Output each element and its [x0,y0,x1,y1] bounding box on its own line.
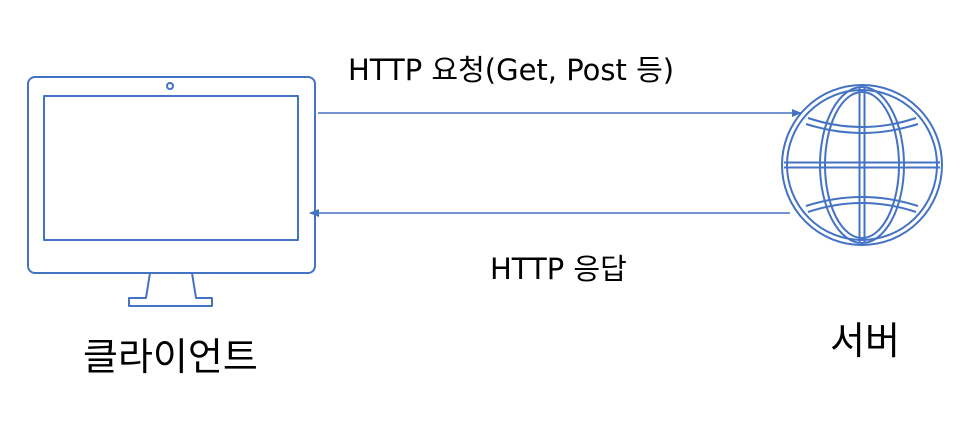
monitor-screen [43,95,299,241]
monitor-frame [27,76,316,274]
client-label: 클라이언트 [83,335,258,379]
monitor-icon [27,76,316,307]
server-label: 서버 [830,319,900,363]
response-label: HTTP 응답 [490,252,627,286]
globe-icon [781,84,943,246]
request-label: HTTP 요청(Get, Post 등) [348,53,675,87]
monitor-camera [166,82,174,90]
monitor-stand [128,272,213,307]
